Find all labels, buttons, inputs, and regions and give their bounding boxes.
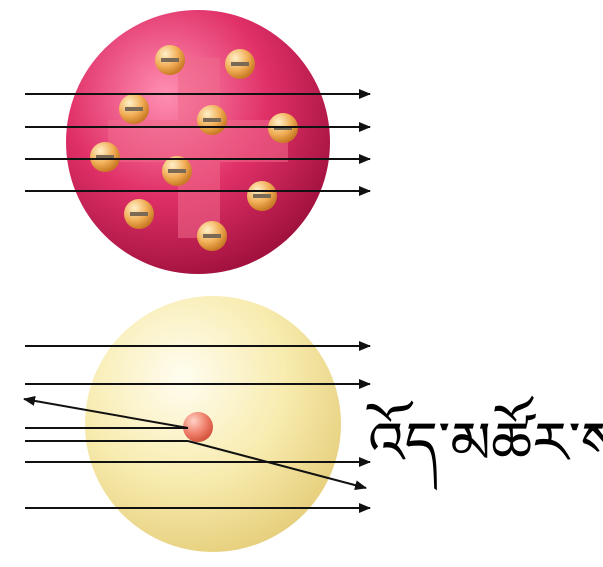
plum-pudding-model xyxy=(25,10,370,274)
electron xyxy=(155,45,185,75)
electron xyxy=(90,142,120,172)
tibetan-annotation: འོད་མཚོར་ས། xyxy=(368,414,603,472)
nuclear-model xyxy=(24,296,370,552)
electron xyxy=(197,221,227,251)
atom-sphere xyxy=(85,296,341,552)
electron xyxy=(119,94,149,124)
electron xyxy=(247,181,277,211)
electron xyxy=(124,199,154,229)
electron xyxy=(162,156,192,186)
electron xyxy=(225,49,255,79)
electron xyxy=(197,105,227,135)
